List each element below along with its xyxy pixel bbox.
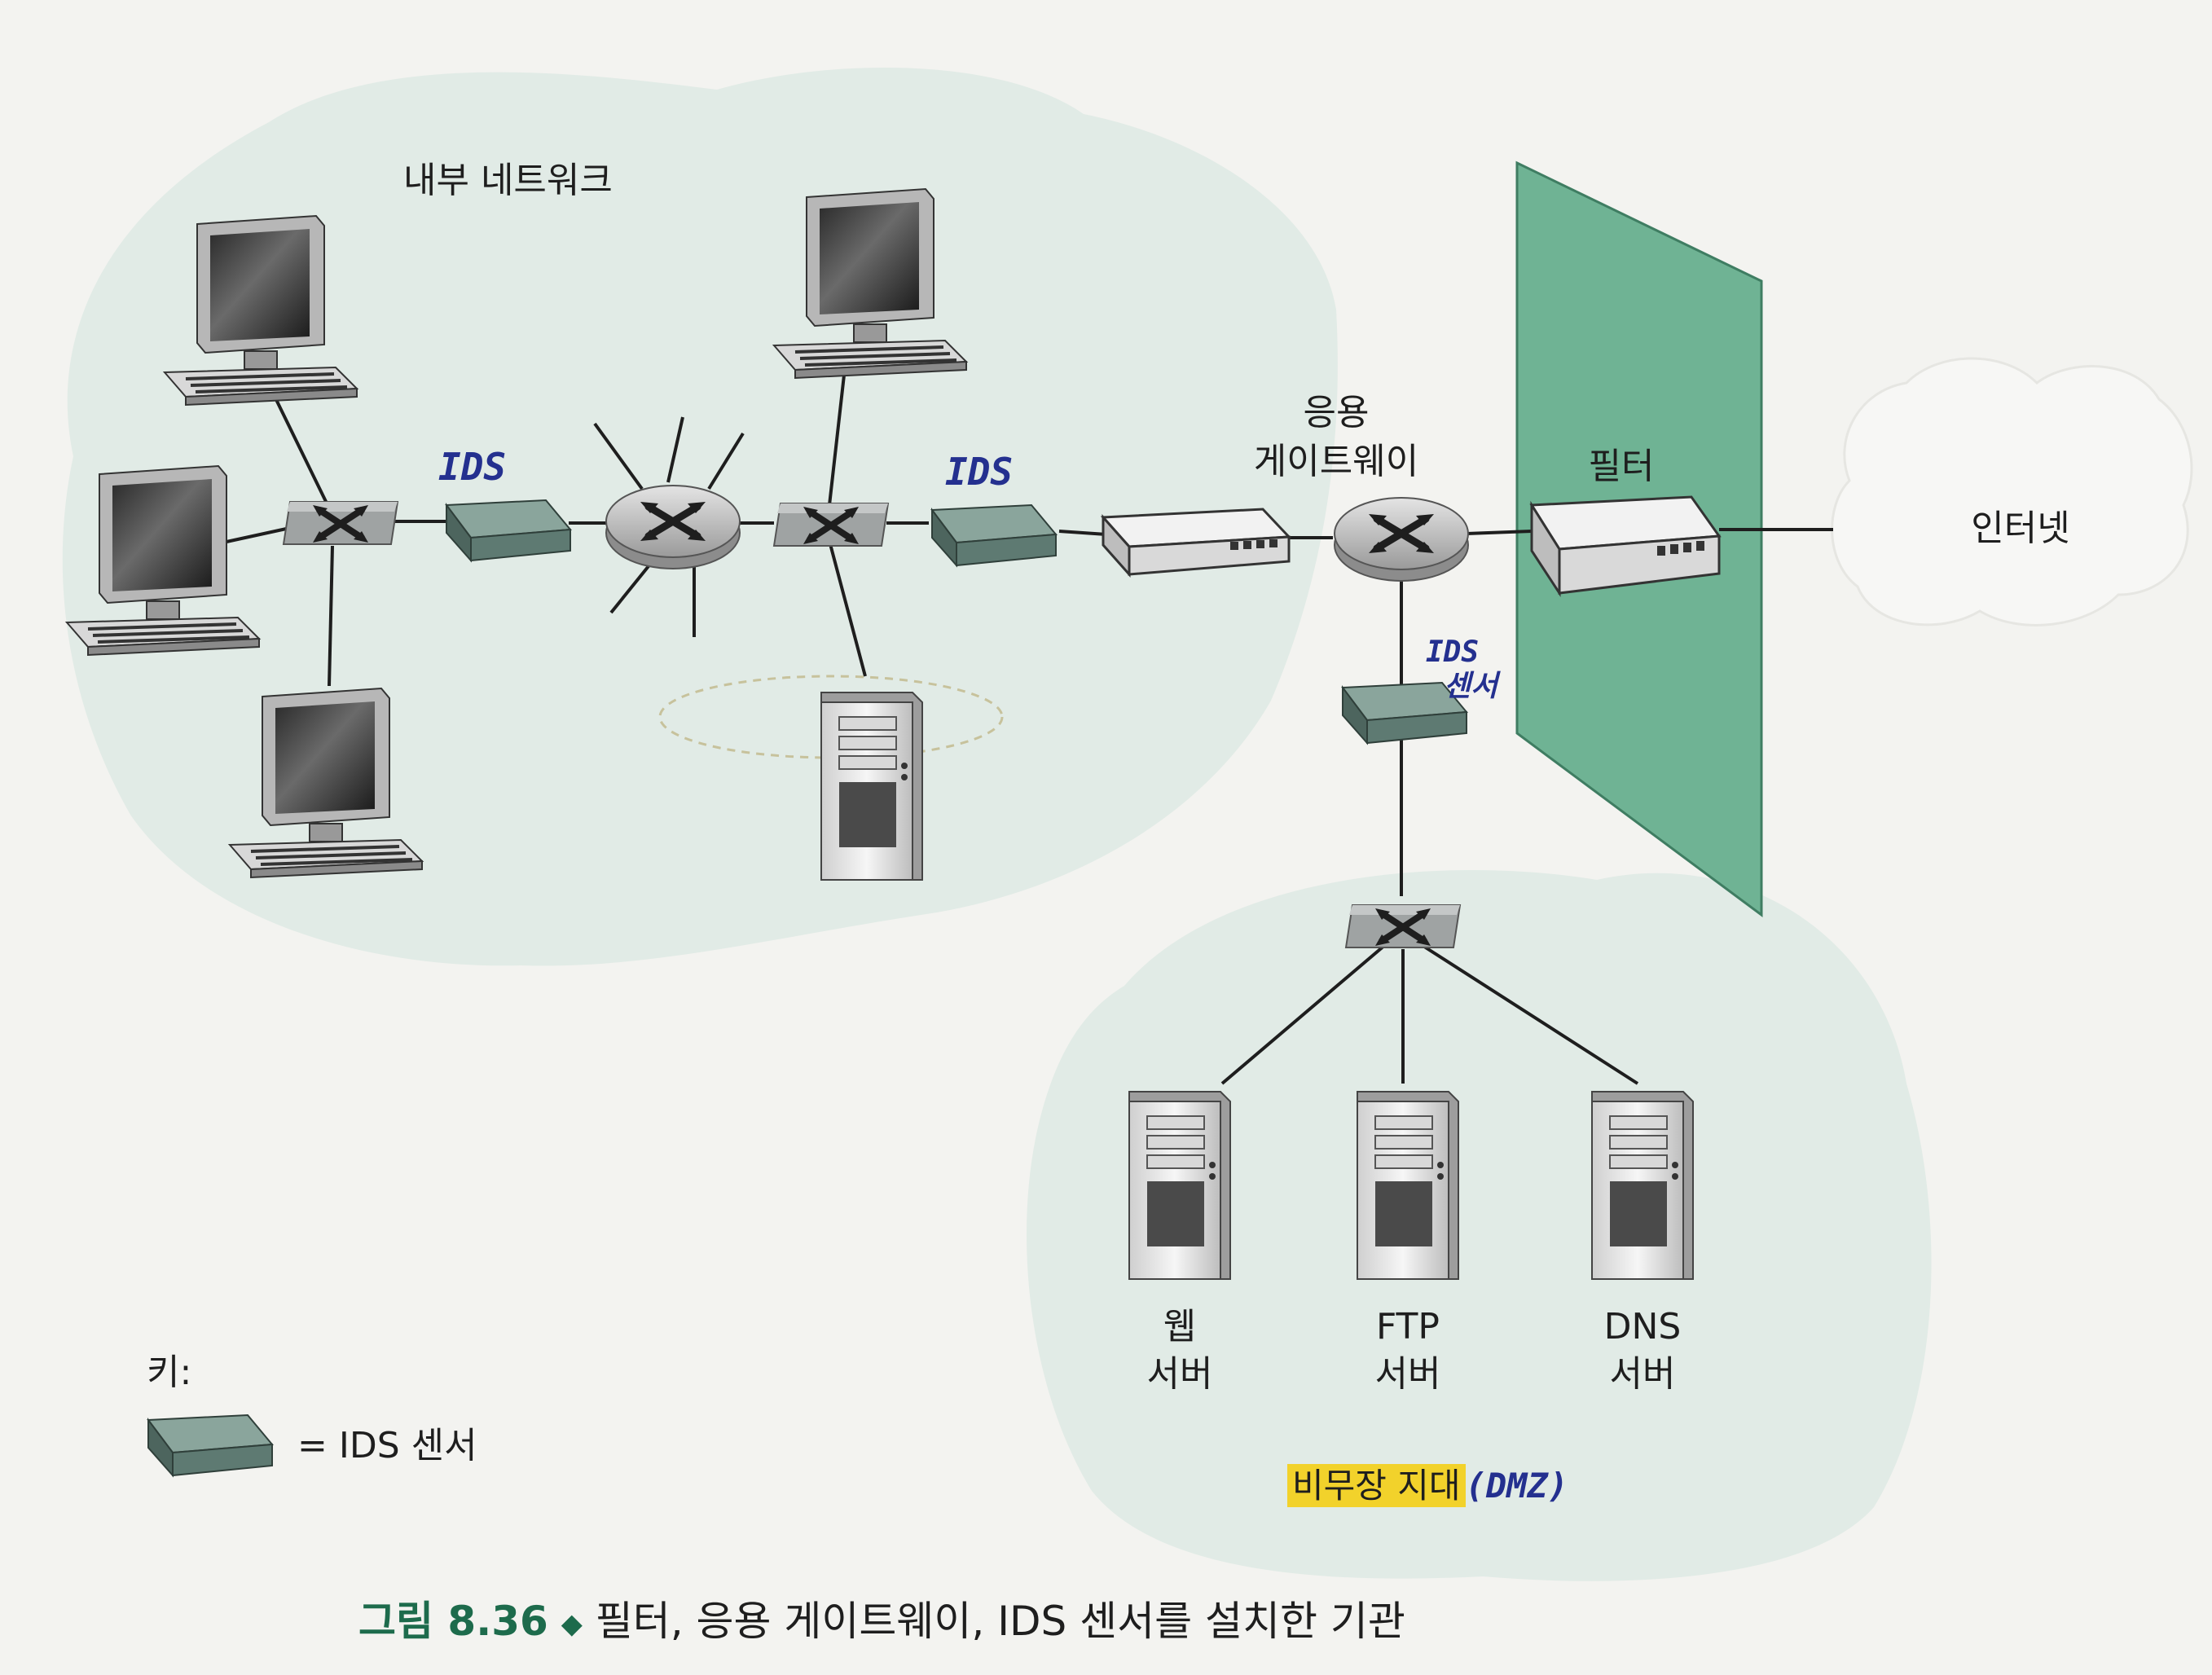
key-text: = IDS 센서	[297, 1425, 477, 1466]
app-gateway-label-line2: 게이트웨이	[1253, 441, 1419, 482]
ids-handwritten-2: IDS	[945, 450, 1014, 494]
server-tower-icon	[820, 692, 923, 881]
server-tower-icon	[1591, 1091, 1694, 1280]
link-switch1-pc2	[226, 526, 291, 543]
ftp-server-label: FTP 서버	[1326, 1304, 1489, 1398]
server-tower-icon	[1128, 1091, 1231, 1280]
web-server-label-line2: 서버	[1146, 1353, 1213, 1395]
link-switch3-dns	[1420, 943, 1639, 1085]
filter-label: 필터	[1588, 446, 1655, 487]
ids-sensor-icon	[446, 499, 571, 561]
switch-icon	[1346, 905, 1460, 947]
app-gateway-label-line1: 응용	[1303, 392, 1370, 433]
figure-caption: 그림 8.36 ◆ 필터, 응용 게이트웨이, IDS 센서를 설치한 기관	[358, 1589, 1405, 1647]
dmz-label: 비무장 지대(DMZ)	[1287, 1458, 1568, 1508]
dns-server-label-line2: 서버	[1609, 1353, 1676, 1395]
filter-device-icon	[1529, 495, 1722, 598]
link-ids2-gateway	[1058, 530, 1107, 536]
caption-text: 필터, 응용 게이트웨이, IDS 센서를 설치한 기관	[595, 1598, 1405, 1645]
internet-cloud-icon	[1831, 357, 2193, 626]
ids-handwritten-3-line1: IDS	[1426, 635, 1480, 669]
internal-network-label: 내부 네트워크	[403, 160, 613, 201]
web-server-label-line1: 웹	[1163, 1306, 1197, 1347]
dns-server-label: DNS 서버	[1561, 1304, 1724, 1398]
web-server-label: 웹 서버	[1098, 1304, 1261, 1398]
ids-sensor-icon	[147, 1414, 273, 1476]
ids-sensor-icon	[931, 504, 1057, 566]
router-icon	[1335, 498, 1468, 581]
dns-server-label-line1: DNS	[1603, 1306, 1682, 1347]
server-tower-icon	[1357, 1091, 1459, 1280]
link-switch3-web	[1220, 943, 1387, 1085]
figure-number: 그림 8.36	[358, 1598, 548, 1645]
link-switch1-pc1	[266, 380, 334, 516]
caption-diamond-icon: ◆	[561, 1607, 583, 1641]
switch-icon	[774, 503, 888, 546]
internet-label: 인터넷	[1971, 508, 2070, 549]
router-icon	[606, 486, 740, 569]
application-gateway-icon	[1100, 508, 1292, 578]
dmz-handwritten-label: (DMZ)	[1465, 1466, 1568, 1506]
link-router2-filter	[1466, 530, 1533, 535]
ids-handwritten-1: IDS	[438, 445, 507, 489]
dmz-cloud	[1027, 869, 1932, 1581]
switch-icon	[284, 502, 398, 544]
dmz-printed-label: 비무장 지대	[1287, 1464, 1466, 1507]
link-switch1-pc3	[328, 545, 334, 687]
link-switch2-server	[828, 540, 867, 677]
ftp-server-label-line1: FTP	[1376, 1306, 1440, 1347]
ids-handwritten-3: IDS 센서	[1426, 635, 1497, 704]
key-title: 키:	[147, 1352, 192, 1393]
ftp-server-label-line2: 서버	[1374, 1353, 1441, 1395]
ids-handwritten-3-line2: 센서	[1444, 670, 1498, 703]
